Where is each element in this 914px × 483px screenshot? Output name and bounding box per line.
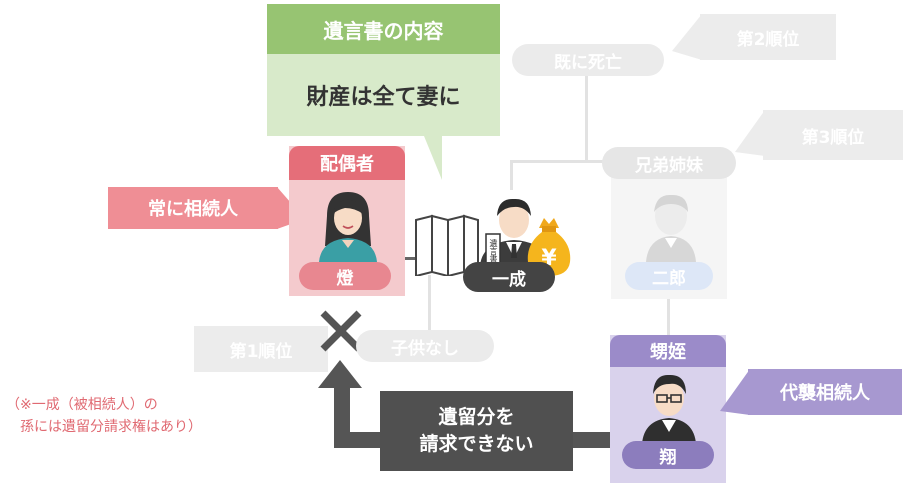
nephew-title: 甥姪 — [610, 335, 726, 367]
nephew-name: 翔 — [622, 441, 714, 469]
rep-heir-callout-arrow — [720, 369, 750, 415]
sibling-name: 二郎 — [625, 262, 713, 290]
nephew-avatar-icon — [642, 374, 696, 444]
claim-line-1: 遺留分を — [438, 406, 515, 429]
spouse-name: 燈 — [299, 262, 391, 290]
claim-line-2: 請求できない — [419, 433, 534, 455]
claim-not-allowed-box: 遺留分を 請求できない — [380, 391, 573, 471]
note-line-2: 孫には遺留分請求権はあり） — [20, 419, 202, 436]
speech-bubble-tail — [424, 136, 442, 180]
second-rank-status: 既に死亡 — [512, 44, 664, 76]
second-rank-label: 第2順位 — [700, 14, 836, 60]
note-line-1: （※一成（被相続人）の — [6, 397, 158, 413]
connector-deceased-up — [510, 160, 513, 190]
spouse-title: 配偶者 — [289, 146, 405, 180]
first-rank-label: 第1順位 — [194, 326, 328, 372]
representative-heir-tag: 代襲相続人 — [748, 369, 902, 415]
sibling-avatar-icon — [646, 194, 696, 262]
sibling-group-label: 兄弟姉妹 — [602, 147, 736, 179]
third-rank-label: 第3順位 — [763, 110, 903, 160]
second-rank-callout-arrow — [672, 14, 702, 60]
folded-will-document-icon — [415, 214, 479, 276]
third-rank-callout-arrow — [735, 110, 765, 156]
connector-parent-vertical — [585, 76, 588, 162]
up-arrow-icon — [318, 360, 618, 448]
deceased-name: 一成 — [463, 262, 555, 292]
will-document-label: 遺言書 — [489, 239, 498, 263]
first-rank-status: 子供なし — [356, 330, 494, 362]
always-heir-tag: 常に相続人 — [108, 187, 278, 229]
will-title: 遺言書の内容 — [267, 4, 500, 54]
connector-child-vertical — [428, 275, 431, 335]
spouse-avatar-icon — [319, 192, 377, 262]
will-content: 財産は全て妻に — [267, 54, 500, 136]
connector-parent-horizontal — [510, 160, 670, 163]
connector-sibling-nephew — [667, 299, 670, 335]
grandchild-note: （※一成（被相続人）の 孫には遺留分請求権はあり） — [6, 394, 266, 439]
x-mark-icon — [320, 310, 362, 352]
